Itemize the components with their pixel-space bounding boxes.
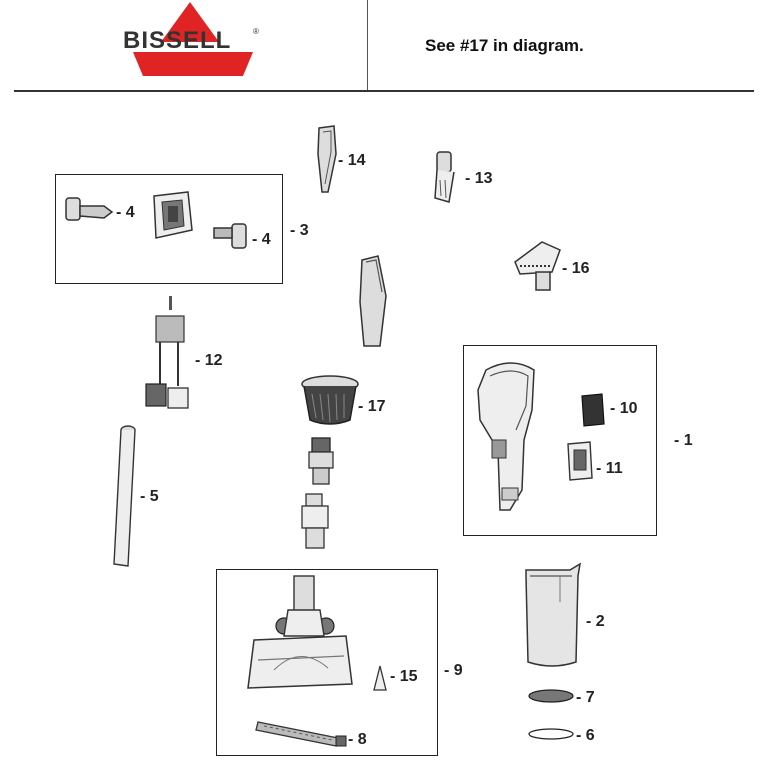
pre-filter-part[interactable]: [578, 392, 608, 428]
part-label-15: - 14: [338, 152, 366, 169]
part-label-12: - 15: [390, 668, 418, 685]
part-label-13: - 12: [195, 352, 223, 369]
bissell-logo: [133, 2, 253, 76]
group-box-3: [55, 174, 283, 284]
header-divider: [367, 0, 368, 90]
filter-frame-part[interactable]: [562, 440, 596, 482]
part-label-6: - 6: [576, 727, 595, 744]
wiring-harness-part[interactable]: [142, 294, 192, 412]
header-rule: [14, 90, 754, 92]
brush-roll-part[interactable]: [252, 716, 348, 748]
upper-connector-part[interactable]: [304, 436, 338, 486]
part-label-4a: - 4: [116, 204, 135, 221]
part-label-3: - 3: [290, 222, 309, 239]
swivel-joint-part[interactable]: [212, 218, 252, 254]
dirt-cup-part[interactable]: [520, 562, 584, 668]
flex-wand-part[interactable]: [352, 252, 392, 350]
brand-wordmark: BISSELL: [123, 27, 232, 54]
part-label-14: - 13: [465, 170, 493, 187]
gasket-part[interactable]: [526, 688, 576, 704]
straight-wand-part[interactable]: [110, 424, 140, 570]
diagram-note: See #17 in diagram.: [425, 36, 584, 55]
group-box-11: [216, 569, 438, 756]
clip-part[interactable]: [372, 664, 388, 694]
seal-ring-part[interactable]: [526, 726, 576, 742]
swivel-connector-part[interactable]: [64, 192, 116, 228]
part-label-16: - 16: [562, 260, 590, 277]
part-label-9: - 11: [596, 460, 623, 477]
pet-tool-part[interactable]: [512, 238, 564, 294]
dusting-brush-part[interactable]: [432, 150, 466, 206]
handle-body-part[interactable]: [472, 360, 542, 514]
part-label-8: - 10: [610, 400, 638, 417]
registered-mark: ®: [253, 27, 259, 36]
group-box-1: [463, 345, 657, 536]
pivot-bracket-part[interactable]: [148, 190, 196, 242]
filter-assembly-part[interactable]: [298, 374, 362, 430]
part-label-17: - 17: [358, 398, 386, 415]
lower-connector-part[interactable]: [298, 492, 332, 552]
floor-nozzle-part[interactable]: [244, 574, 356, 694]
header: BISSELL ® See #17 in diagram.: [0, 0, 768, 92]
part-label-11: - 9: [444, 662, 463, 679]
part-label-2: - 2: [586, 613, 605, 630]
part-label-7: - 7: [576, 689, 595, 706]
part-label-5: - 5: [140, 488, 159, 505]
part-label-4b: - 4: [252, 231, 271, 248]
part-label-10: - 8: [348, 731, 367, 748]
part-label-1: - 1: [674, 432, 693, 449]
crevice-tool-part[interactable]: [314, 124, 344, 196]
